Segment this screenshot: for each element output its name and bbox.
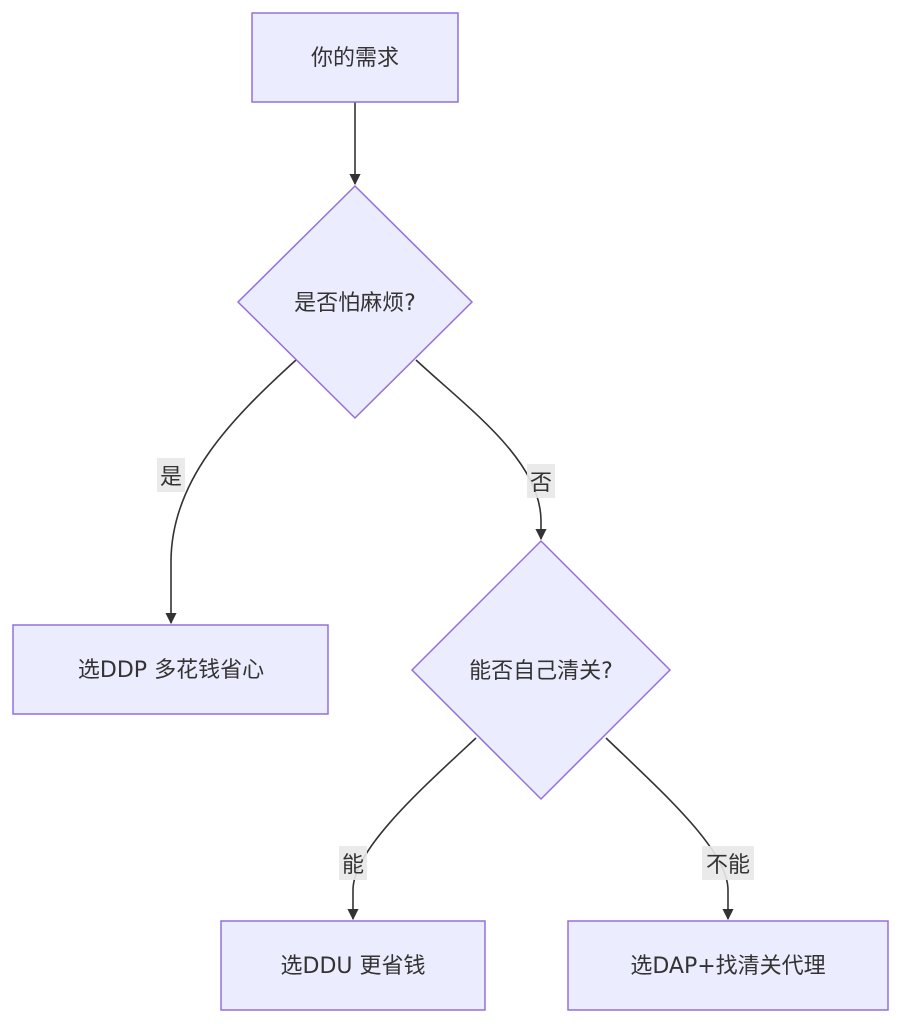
edge-decision2-to-ddu bbox=[347, 737, 477, 921]
node-dap[interactable]: 选DAP+找清关代理 bbox=[567, 920, 889, 1011]
svg-text:否: 否 bbox=[530, 471, 552, 496]
node-ddp[interactable]: 选DDP 多花钱省心 bbox=[12, 624, 329, 715]
edge-decision1-to-ddp bbox=[165, 359, 297, 625]
edge-decision1-to-decision2 bbox=[415, 359, 547, 541]
edge-label-yes: 是 bbox=[157, 458, 185, 492]
node-decision1[interactable]: 是否怕麻烦? bbox=[236, 184, 474, 420]
edge-decision2-to-dap bbox=[605, 737, 734, 921]
node-decision2[interactable]: 能否自己清关? bbox=[410, 539, 672, 801]
edge-label-cannot: 不能 bbox=[702, 846, 754, 880]
node-dap-label: 选DAP+找清关代理 bbox=[630, 954, 825, 979]
node-decision1-label: 是否怕麻烦? bbox=[294, 291, 416, 316]
edge-label-can: 能 bbox=[339, 846, 367, 880]
svg-text:不能: 不能 bbox=[706, 853, 750, 878]
node-ddu[interactable]: 选DDU 更省钱 bbox=[220, 920, 486, 1011]
node-start[interactable]: 你的需求 bbox=[251, 12, 459, 103]
svg-text:能: 能 bbox=[342, 853, 364, 878]
node-start-label: 你的需求 bbox=[311, 46, 399, 71]
edge-label-no: 否 bbox=[527, 464, 555, 498]
svg-text:是: 是 bbox=[160, 465, 182, 490]
node-ddu-label: 选DDU 更省钱 bbox=[281, 954, 426, 979]
node-ddp-label: 选DDP 多花钱省心 bbox=[78, 658, 264, 683]
node-decision2-label: 能否自己清关? bbox=[469, 659, 613, 684]
